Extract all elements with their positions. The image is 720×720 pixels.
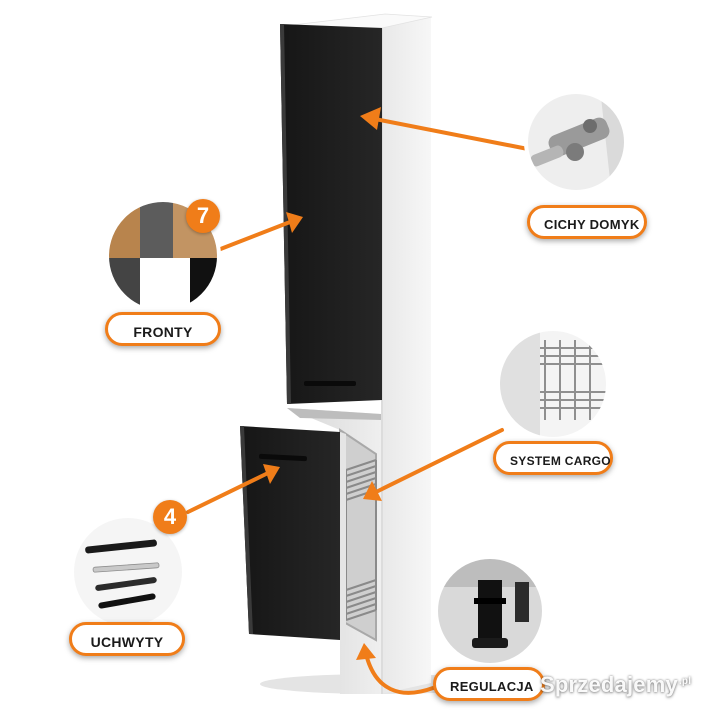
arrow-fronty [216, 212, 303, 252]
drawer-handle [258, 453, 307, 462]
fronty-count-badge: 7 [186, 199, 220, 233]
arrow-system-cargo [363, 428, 504, 501]
system-cargo-label: SYSTEM CARGO [493, 441, 613, 475]
uchwyty-label: UCHWYTY [69, 622, 185, 656]
watermark-name: Sprzedajemy [540, 672, 678, 697]
uchwyty-count-badge: 4 [153, 500, 187, 534]
fronty-label: FRONTY [105, 312, 221, 346]
sprzedajemy-watermark: Sprzedajemy.pl [540, 672, 691, 698]
top-door-handle [304, 381, 356, 386]
cichy-domyk-label: CICHY DOMYK [527, 205, 647, 239]
drawer-front [240, 426, 346, 646]
cargo-detail-circle [496, 327, 610, 441]
arrow-cichy-domyk [360, 107, 535, 152]
leg-detail-circle [434, 555, 546, 667]
arrow-uchwyty [186, 464, 280, 514]
handles-detail-circle [70, 514, 186, 630]
watermark-tld: .pl [678, 676, 692, 687]
regulacja-label: REGULACJA [433, 667, 545, 701]
arrow-regulacja [356, 643, 435, 695]
top-door-front [280, 24, 382, 404]
hinge-detail-circle [524, 90, 628, 194]
